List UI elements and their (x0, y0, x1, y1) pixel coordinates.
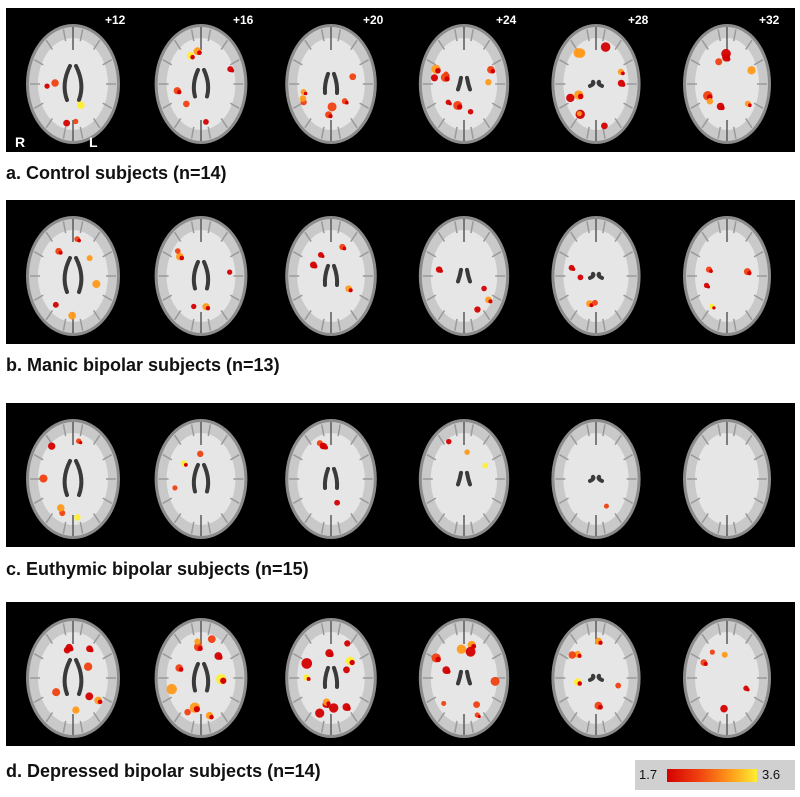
orientation-left-label: L (89, 134, 98, 150)
colorbar-max-label: 3.6 (762, 767, 781, 782)
brain-slice (26, 24, 120, 144)
slice-depth-label: +20 (363, 13, 384, 27)
slice-depth-label: +12 (105, 13, 126, 27)
brain-slice (285, 618, 377, 738)
panel-a-caption: a. Control subjects (n=14) (6, 163, 227, 183)
panel-b-caption: b. Manic bipolar subjects (n=13) (6, 355, 280, 375)
brain-slice (683, 24, 771, 144)
panel-d-brain-strip (6, 602, 795, 746)
brain-slice (551, 216, 641, 336)
brain-slice (154, 419, 248, 539)
brain-slice (285, 24, 377, 144)
colorbar-min-label: 1.7 (639, 767, 658, 782)
brain-slice (418, 618, 510, 738)
brain-slice (418, 24, 510, 144)
brain-slice (551, 618, 641, 738)
brain-slice (154, 618, 248, 738)
panel-c-brain-strip (6, 403, 795, 547)
slice-depth-label: +28 (628, 13, 649, 27)
colorbar-legend: 1.7 3.6 (635, 760, 795, 790)
brain-slice (683, 216, 771, 336)
brain-slice (154, 216, 248, 336)
brain-slice (418, 419, 510, 539)
slice-depth-label: +16 (233, 13, 254, 27)
brain-slice (683, 419, 771, 539)
brain-slice (26, 419, 120, 539)
brain-slices-b (26, 216, 771, 336)
slice-depth-label: +24 (496, 13, 517, 27)
brain-slice (26, 618, 120, 738)
brain-slice (154, 24, 248, 144)
brain-slice (26, 216, 120, 336)
brain-slices-c (26, 419, 771, 539)
orientation-right-label: R (15, 134, 25, 150)
slice-depth-label: +32 (759, 13, 780, 27)
panel-d-caption: d. Depressed bipolar subjects (n=14) (6, 761, 321, 781)
brain-slice (551, 419, 641, 539)
panel-c-caption: c. Euthymic bipolar subjects (n=15) (6, 559, 309, 579)
brain-slices-a: +12 +16 +20 +24 +28 +32R L (15, 13, 780, 150)
panel-b-brain-strip (6, 200, 795, 344)
colorbar-gradient (667, 769, 757, 782)
brain-slice (285, 216, 377, 336)
brain-slice (683, 618, 771, 738)
brain-slice (418, 216, 510, 336)
brain-slices-d (26, 618, 771, 738)
brain-slice (285, 419, 377, 539)
brain-slice (551, 24, 641, 144)
